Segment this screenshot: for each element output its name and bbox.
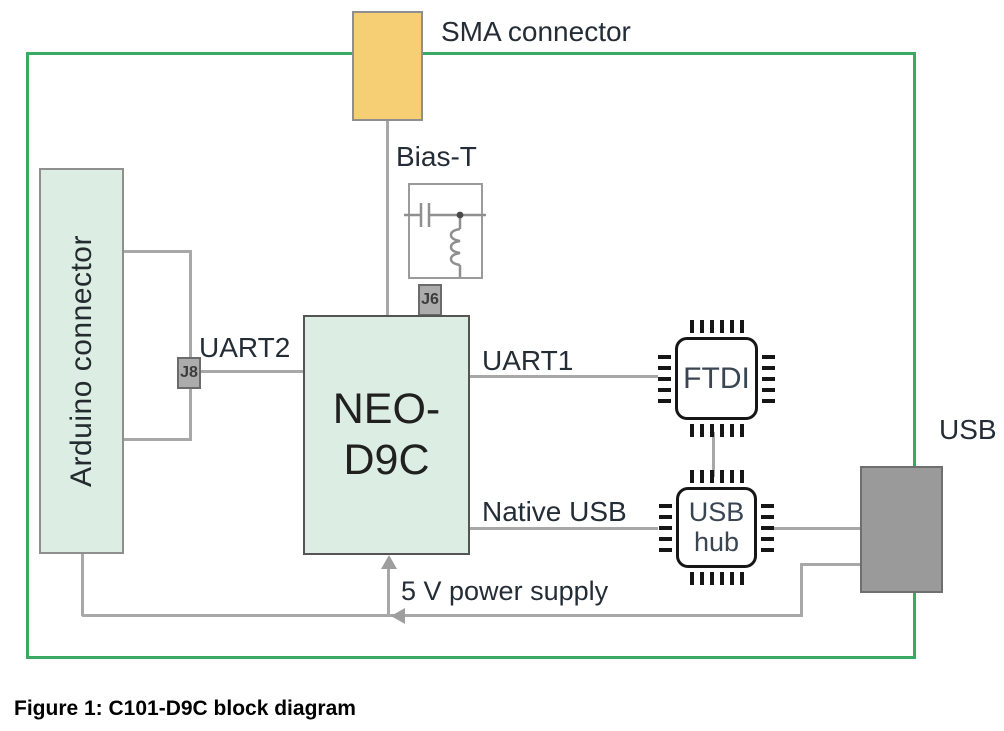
- wire-uart2: [201, 370, 304, 373]
- uart1-label: UART1: [482, 345, 574, 376]
- ftdi-pins-top-icon: [689, 320, 744, 333]
- wire-sma-to-neo: [386, 121, 389, 316]
- j6-label: J6: [421, 291, 439, 308]
- wire-power-to-arduino: [81, 553, 84, 616]
- power-arrow-up-icon: [381, 555, 397, 569]
- power-arrow-left-icon: [391, 608, 405, 624]
- usb-hub-pins-left-icon: [659, 503, 672, 552]
- wire-power-to-neo: [387, 560, 390, 616]
- wire-arduino-j8-vertical: [189, 250, 192, 440]
- board-outline: [26, 52, 916, 659]
- usb-hub-label-line1: USB: [688, 497, 745, 528]
- j8-connector-tag: J8: [177, 357, 201, 389]
- figure-caption: Figure 1: C101-D9C block diagram: [14, 697, 356, 720]
- ftdi-pins-bottom-icon: [689, 424, 744, 437]
- usb-hub-pins-right-icon: [761, 503, 774, 552]
- ftdi-pins-left-icon: [658, 354, 671, 403]
- usb-hub-chip: USB hub: [659, 470, 774, 585]
- sma-connector-block: [352, 11, 423, 121]
- ftdi-chip-body: FTDI: [675, 337, 758, 420]
- neo-d9c-block: NEO- D9C: [303, 315, 470, 555]
- native-usb-label: Native USB: [482, 496, 627, 527]
- bias-t-circuit-icon: [404, 203, 486, 277]
- usb-hub-chip-body: USB hub: [676, 487, 757, 568]
- neo-d9c-label-line2: D9C: [343, 436, 430, 484]
- wire-usbhub-to-usb: [771, 527, 861, 530]
- wire-power-usb-stub: [801, 563, 861, 566]
- ftdi-pins-right-icon: [762, 354, 775, 403]
- wire-native-usb: [470, 527, 658, 530]
- neo-d9c-label-line1: NEO-: [332, 385, 441, 434]
- usb-hub-label-line2: hub: [693, 526, 740, 557]
- ftdi-chip: FTDI: [658, 320, 775, 437]
- wire-arduino-j8-top: [124, 250, 191, 253]
- ftdi-label: FTDI: [683, 361, 750, 395]
- arduino-connector-label: Arduino connector: [64, 235, 98, 487]
- wire-arduino-j8-bottom: [124, 438, 192, 441]
- power-supply-label: 5 V power supply: [401, 576, 609, 606]
- bias-t-label: Bias-T: [396, 141, 477, 172]
- arduino-connector-block: Arduino connector: [39, 168, 124, 554]
- wire-power-horizontal: [82, 614, 802, 617]
- j8-label: J8: [180, 364, 198, 381]
- wire-ftdi-to-usbhub: [712, 432, 715, 477]
- usb-port-block: [860, 466, 943, 593]
- usb-hub-pins-top-icon: [689, 470, 744, 483]
- uart2-label: UART2: [199, 332, 291, 363]
- wire-uart1: [470, 375, 658, 378]
- bias-t-block: [404, 183, 486, 279]
- j6-connector-tag: J6: [418, 284, 442, 316]
- wire-power-usb-drop: [800, 563, 803, 617]
- usb-hub-pins-bottom-icon: [689, 572, 744, 585]
- usb-port-label: USB: [939, 414, 997, 445]
- sma-connector-label: SMA connector: [441, 16, 631, 47]
